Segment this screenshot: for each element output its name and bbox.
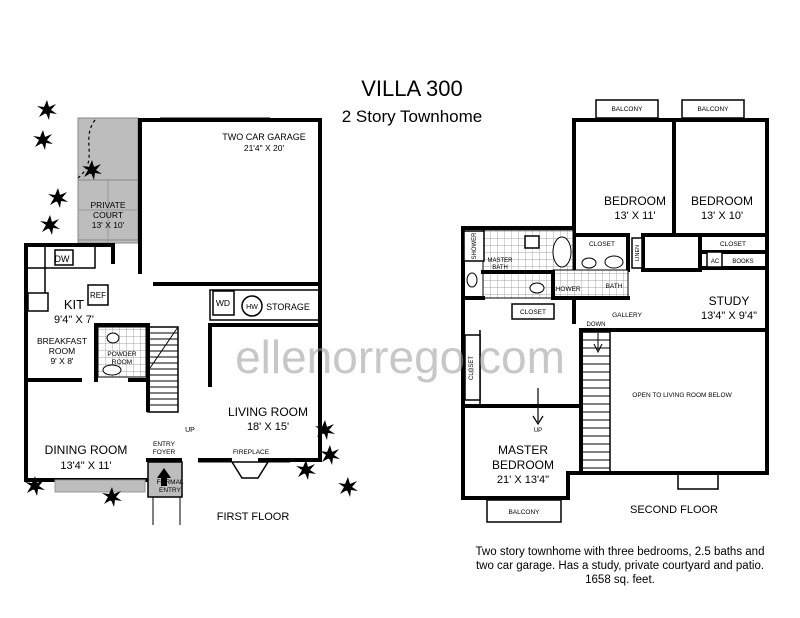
- closet-master-bed: CLOSET: [469, 356, 475, 380]
- storage-label: STORAGE: [266, 302, 310, 312]
- kitchen-size: 9'4" X 7': [54, 314, 94, 326]
- landscaping: [25, 100, 358, 507]
- breakfast-size: 9' X 8': [50, 356, 73, 366]
- stairs-up-label-2: UP: [534, 428, 542, 434]
- shower-label: SHOWER: [551, 286, 581, 293]
- court-label-2: COURT: [93, 210, 123, 220]
- garage-size: 21'4" X 20': [244, 143, 285, 153]
- plan-subtitle: 2 Story Townhome: [342, 107, 482, 126]
- linen-label: LINEN: [635, 245, 641, 261]
- closet-bedroom-2: CLOSET: [720, 241, 746, 248]
- plan-description: Two story townhome with three bedrooms, …: [475, 546, 765, 586]
- bedroom-1-size: 13' X 11': [614, 210, 655, 222]
- water-heater: [241, 295, 263, 317]
- powder-room-label: POWDER: [107, 351, 137, 358]
- plan-title: VILLA 300: [361, 76, 463, 101]
- bath-label: BATH: [606, 283, 623, 290]
- ac-label: AC: [711, 259, 720, 265]
- books-label: BOOKS: [732, 259, 753, 265]
- court-size: 13' X 10': [92, 220, 125, 230]
- water-heater-label: HW: [246, 304, 258, 311]
- entry-foyer-label: ENTRY: [153, 441, 176, 448]
- first-floor-label: FIRST FLOOR: [217, 511, 290, 523]
- dining-room-label: DINING ROOM: [45, 443, 128, 457]
- watermark-text: ellenorrego.com: [235, 331, 565, 383]
- balcony-left-label: BALCONY: [611, 106, 643, 113]
- bedroom-2-label: BEDROOM: [691, 194, 753, 208]
- study-label: STUDY: [709, 294, 750, 308]
- closet-master-bath: CLOSET: [520, 309, 546, 316]
- bedroom-2-size: 13' X 10': [701, 210, 743, 222]
- fireplace-shape: [230, 461, 270, 479]
- open-to-living-label: OPEN TO LIVING ROOM BELOW: [632, 392, 732, 399]
- master-bath-label-2: BATH: [492, 265, 508, 271]
- stairs-up-label: UP: [185, 427, 195, 434]
- dining-room-size: 13'4" X 11': [60, 460, 111, 472]
- first-floor-plan: TWO CAR GARAGE 21'4" X 20' PRIVATE COURT…: [24, 100, 358, 525]
- stairs-down-label: DOWN: [587, 322, 606, 328]
- court-label: PRIVATE: [90, 200, 125, 210]
- refrigerator-label: REF: [90, 291, 106, 300]
- balcony-right-label: BALCONY: [697, 106, 729, 113]
- master-bedroom-label: MASTER: [498, 443, 548, 457]
- garage-label: TWO CAR GARAGE: [222, 132, 306, 142]
- fireplace-label: FIREPLACE: [233, 449, 270, 456]
- living-room-label: LIVING ROOM: [228, 405, 308, 419]
- breakfast-label: BREAKFAST: [37, 336, 87, 346]
- formal-entry-label-2: ENTRY: [159, 487, 182, 494]
- dishwasher-label: DW: [55, 254, 70, 264]
- shower-master-label: SHOWER: [472, 232, 478, 260]
- kitchen-label: KIT: [64, 297, 84, 312]
- washer-dryer: [212, 290, 235, 316]
- breakfast-label-2: ROOM: [49, 346, 75, 356]
- first-floor-stairs: [147, 326, 179, 413]
- closet-bedroom-1: CLOSET: [589, 241, 615, 248]
- formal-entry-label: FORMAL: [156, 479, 183, 486]
- second-floor-stairs: [581, 331, 611, 473]
- second-floor-label: SECOND FLOOR: [630, 504, 718, 516]
- bedroom-1-label: BEDROOM: [604, 194, 666, 208]
- powder-room-label-2: ROOM: [112, 359, 132, 366]
- study-size: 13'4" X 9'4": [701, 310, 757, 322]
- gallery-label: GALLERY: [612, 312, 643, 319]
- master-bedroom-size: 21' X 13'4": [497, 474, 549, 486]
- master-bath-label: MASTER: [487, 258, 513, 264]
- washer-dryer-label: WD: [216, 298, 230, 308]
- second-floor-plan: BALCONY BALCONY BALCONY BEDROOM 13' X 11…: [461, 99, 769, 523]
- entry-foyer-label-2: FOYER: [153, 449, 176, 456]
- master-bedroom-label-2: BEDROOM: [492, 458, 554, 472]
- balcony-bottom-label: BALCONY: [508, 509, 540, 516]
- living-room-size: 18' X 15': [247, 421, 289, 433]
